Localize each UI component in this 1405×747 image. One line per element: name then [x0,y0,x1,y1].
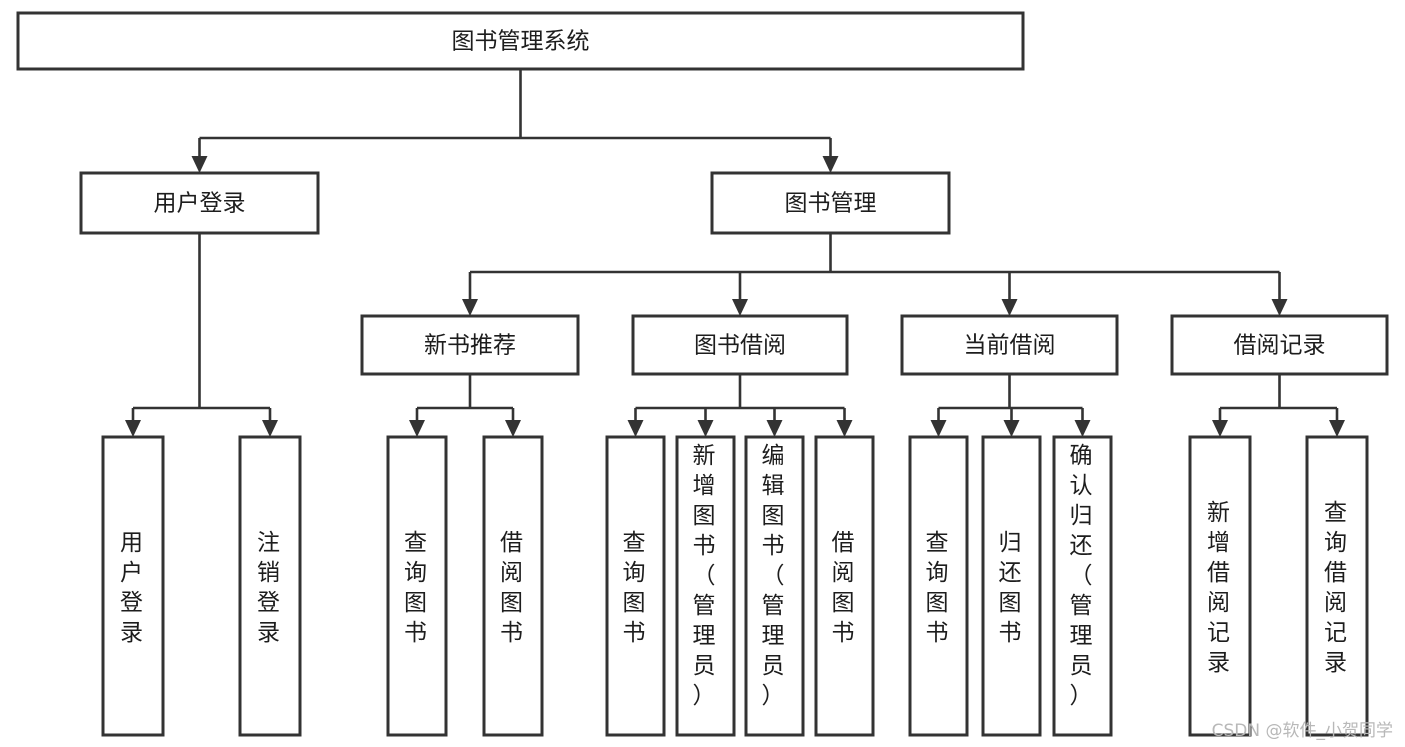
node-leaf-query-book-1[interactable]: 查询图书 [386,435,448,737]
arrow-head-icon [505,420,521,437]
node-label-book-borrow: 图书借阅 [694,333,786,359]
connector-group-new-book-rec [409,374,521,437]
node-box-leaf-add-book[interactable] [675,435,736,737]
node-box-leaf-borrow-book-2[interactable] [814,435,875,737]
node-new-book-rec[interactable]: 新书推荐 [360,314,580,376]
node-label-new-book-rec: 新书推荐 [424,333,516,359]
node-box-leaf-edit-book[interactable] [744,435,805,737]
arrow-head-icon [1212,420,1228,437]
node-label-leaf-query-book-1: 查询图书 [404,530,430,646]
arrow-head-icon [409,420,425,437]
arrow-head-icon [1003,420,1020,437]
arrow-head-icon [1271,299,1288,316]
node-label-leaf-borrow-book-1: 借阅图书 [500,530,526,646]
arrow-head-icon [627,420,644,437]
watermark-text: CSDN @软件_小贺同学 [1211,721,1393,741]
connector-group-book-manage [462,233,1288,316]
node-label-leaf-return-book: 归还图书 [999,530,1025,646]
node-box-book-manage[interactable] [710,171,951,235]
arrow-head-icon [191,156,208,173]
node-box-root[interactable] [16,11,1025,71]
node-leaf-borrow-book-1[interactable]: 借阅图书 [482,435,544,737]
node-leaf-user-login[interactable]: 用户登录 [101,435,165,737]
node-leaf-return-book[interactable]: 归还图书 [981,435,1042,737]
node-book-manage[interactable]: 图书管理 [710,171,951,235]
arrow-head-icon [930,420,947,437]
arrow-head-icon [822,156,839,173]
arrow-head-icon [732,299,748,316]
node-label-borrow-record: 借阅记录 [1234,333,1326,359]
arrow-head-icon [766,420,783,437]
arrow-head-icon [462,299,478,316]
node-label-leaf-confirm-return: 确认归还（管理员） [1070,443,1096,709]
node-book-borrow[interactable]: 图书借阅 [631,314,849,376]
node-label-leaf-borrow-book-2: 借阅图书 [832,530,858,646]
connector-layer [125,69,1345,437]
node-box-leaf-query-book-2[interactable] [605,435,666,737]
node-leaf-query-book-2[interactable]: 查询图书 [605,435,666,737]
connector-group-book-borrow [627,374,853,437]
node-leaf-edit-book[interactable]: 编辑图书（管理员） [744,435,805,737]
node-label-user-login: 用户登录 [154,191,246,217]
node-label-current-borrow: 当前借阅 [964,333,1056,359]
connector-group-borrow-record [1212,374,1345,437]
node-root[interactable]: 图书管理系统 [16,11,1025,71]
node-leaf-logout[interactable]: 注销登录 [238,435,302,737]
node-box-leaf-confirm-return[interactable] [1052,435,1113,737]
node-user-login[interactable]: 用户登录 [79,171,320,235]
node-leaf-query-book-3[interactable]: 查询图书 [908,435,969,737]
node-current-borrow[interactable]: 当前借阅 [900,314,1119,376]
node-label-leaf-user-login: 用户登录 [120,530,146,646]
node-box-leaf-logout[interactable] [238,435,302,737]
node-box-leaf-query-book-3[interactable] [908,435,969,737]
node-box-user-login[interactable] [79,171,320,235]
node-box-leaf-add-record[interactable] [1188,435,1252,737]
connector-group-root [191,69,839,173]
connector-group-user-login [125,233,278,437]
node-leaf-confirm-return[interactable]: 确认归还（管理员） [1052,435,1113,737]
arrow-head-icon [125,420,141,437]
node-label-leaf-edit-book: 编辑图书（管理员） [762,443,788,709]
node-box-leaf-query-record[interactable] [1305,435,1369,737]
node-box-leaf-user-login[interactable] [101,435,165,737]
arrow-head-icon [1074,420,1091,437]
node-box-leaf-borrow-book-1[interactable] [482,435,544,737]
node-borrow-record[interactable]: 借阅记录 [1170,314,1389,376]
connector-group-current-borrow [930,374,1091,437]
node-box-new-book-rec[interactable] [360,314,580,376]
node-leaf-add-record[interactable]: 新增借阅记录 [1188,435,1252,737]
arrow-head-icon [836,420,853,437]
node-box-leaf-query-book-1[interactable] [386,435,448,737]
node-label-leaf-query-book-3: 查询图书 [926,530,952,646]
node-layer: 图书管理系统用户登录图书管理新书推荐图书借阅当前借阅借阅记录用户登录注销登录查询… [16,11,1389,737]
node-label-leaf-logout: 注销登录 [257,530,283,646]
node-box-borrow-record[interactable] [1170,314,1389,376]
node-label-root: 图书管理系统 [452,29,590,55]
arrow-head-icon [1001,299,1018,316]
node-leaf-add-book[interactable]: 新增图书（管理员） [675,435,736,737]
node-label-leaf-add-book: 新增图书（管理员） [693,443,719,709]
node-label-book-manage: 图书管理 [785,191,877,217]
node-box-current-borrow[interactable] [900,314,1119,376]
node-label-leaf-query-book-2: 查询图书 [623,530,649,646]
node-label-leaf-query-record: 查询借阅记录 [1324,500,1350,676]
arrow-head-icon [262,420,278,437]
node-box-leaf-return-book[interactable] [981,435,1042,737]
arrow-head-icon [697,420,714,437]
node-leaf-query-record[interactable]: 查询借阅记录 [1305,435,1369,737]
node-label-leaf-add-record: 新增借阅记录 [1207,500,1233,676]
arrow-head-icon [1329,420,1345,437]
node-box-book-borrow[interactable] [631,314,849,376]
node-leaf-borrow-book-2[interactable]: 借阅图书 [814,435,875,737]
